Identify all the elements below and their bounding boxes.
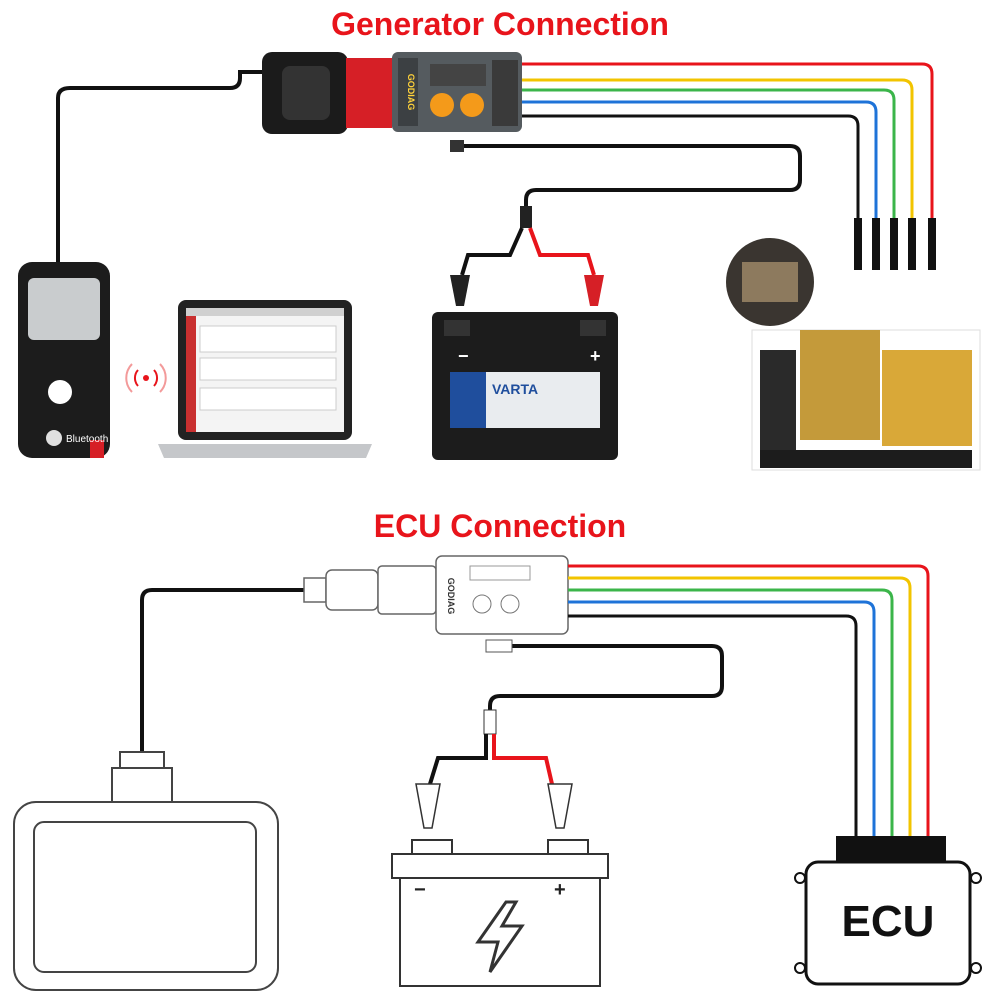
wire-black-top	[522, 114, 860, 222]
wire-yellow-bottom	[568, 576, 912, 836]
battery-plus-bottom: +	[554, 879, 566, 901]
wire-blue-bottom	[568, 600, 876, 836]
orange-button-top-2	[460, 93, 484, 117]
battery-black-lead-top	[460, 227, 524, 276]
adapter-brand-top: GODIAG	[406, 74, 416, 111]
battery-red-lead-bottom	[492, 734, 554, 785]
godiag-adapter-bottom: GODIAG	[303, 555, 569, 635]
alligator-clip-red-bottom	[547, 783, 573, 829]
wire-blue-top	[522, 100, 878, 222]
wire-red-bottom	[568, 564, 930, 836]
ecu-module: ECU	[794, 836, 982, 986]
alligator-clip-red-top	[584, 275, 604, 306]
battery-bottom: − +	[391, 839, 609, 987]
probe-pins-top	[854, 218, 936, 270]
orange-button-top-1	[430, 93, 454, 117]
bluetooth-icon	[46, 430, 62, 446]
battery-black-lead-bottom	[428, 734, 488, 785]
wire-black-bottom	[568, 614, 858, 836]
diagnostic-tablet	[13, 751, 279, 991]
battery-minus-top: −	[458, 346, 469, 366]
battery-top: − + VARTA	[432, 312, 618, 460]
battery-brand-label: VARTA	[492, 381, 538, 397]
battery-minus-bottom: −	[414, 879, 426, 901]
lightning-icon	[475, 900, 525, 973]
power-cable-bottom	[488, 644, 724, 712]
generator-connection-title: Generator Connection	[331, 6, 669, 42]
vci-bluetooth-device: Bluetooth	[18, 262, 110, 458]
ecu-label: ECU	[842, 897, 935, 946]
wire-green-bottom	[568, 588, 894, 836]
generator-image	[726, 238, 981, 471]
vci-power-icon	[48, 380, 72, 404]
wire-green-top	[522, 88, 896, 222]
laptop	[158, 300, 372, 458]
adapter-brand-bottom: GODIAG	[446, 578, 456, 615]
alligator-clip-black-bottom	[415, 783, 441, 829]
ecu-connection-title: ECU Connection	[373, 508, 627, 544]
alligator-clip-black-top	[450, 275, 470, 306]
tablet-cable	[140, 588, 304, 752]
wire-red-top	[522, 62, 934, 222]
godiag-adapter-top: GODIAG	[262, 52, 522, 134]
vci-cable	[56, 70, 262, 262]
bluetooth-label: Bluetooth	[66, 434, 108, 445]
battery-plus-top: +	[590, 346, 601, 366]
wire-yellow-top	[522, 78, 914, 222]
wireless-signal-icon	[125, 363, 167, 393]
battery-red-lead-top	[528, 227, 596, 276]
power-cable-top	[462, 144, 802, 210]
